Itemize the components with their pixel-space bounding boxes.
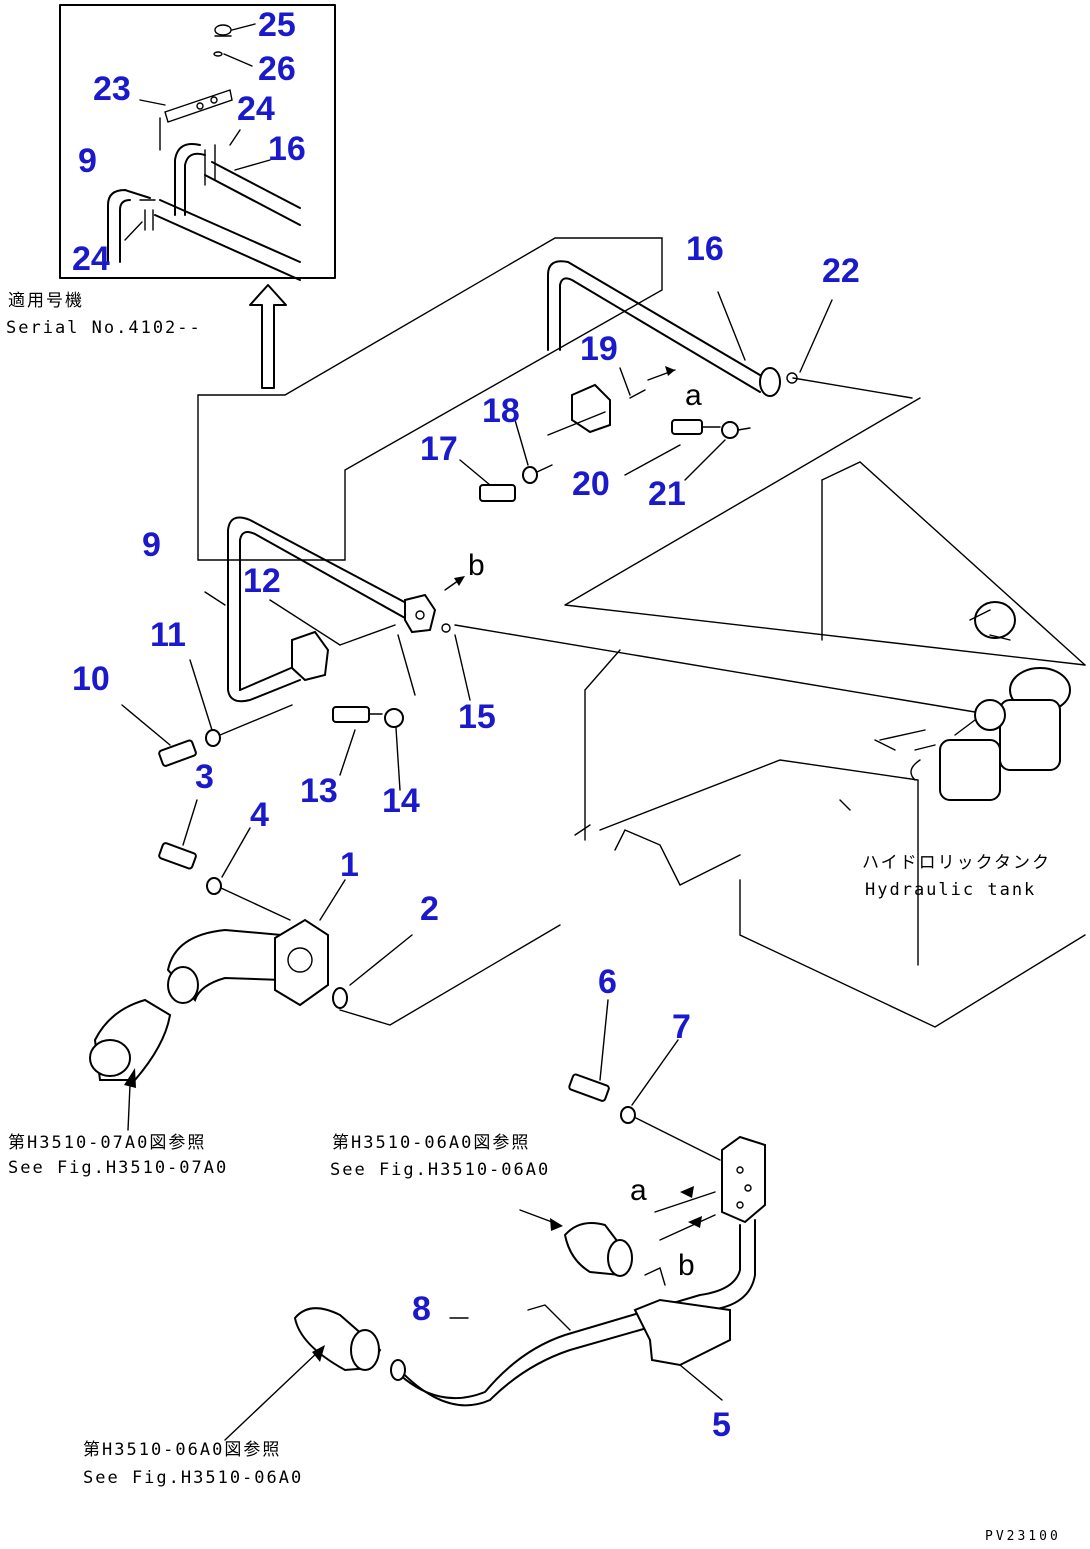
callout-6: 6 bbox=[598, 963, 617, 1001]
callout-16: 16 bbox=[686, 230, 724, 268]
callout-7: 7 bbox=[672, 1008, 691, 1046]
elbow-1 bbox=[89, 799, 561, 1131]
tube-9 bbox=[121, 516, 471, 791]
callout-22: 22 bbox=[822, 252, 860, 290]
ref2-note-en: See Fig.H3510-06A0 bbox=[330, 1160, 550, 1180]
callout-17: 17 bbox=[420, 430, 458, 468]
callout-23: 23 bbox=[93, 70, 131, 108]
serial-note-jp: 適用号機 bbox=[8, 291, 84, 311]
callout-13: 13 bbox=[300, 772, 338, 810]
hydraulic-tank-label-jp: ハイドロリックタンク bbox=[862, 853, 1051, 873]
callout-15: 15 bbox=[458, 698, 496, 736]
callout-9: 9 bbox=[142, 526, 161, 564]
callout-19: 19 bbox=[580, 330, 618, 368]
letter-b-upper: b bbox=[468, 549, 485, 582]
callout-2: 2 bbox=[420, 890, 439, 928]
callout-14: 14 bbox=[382, 782, 420, 820]
drawing-code: PV23100 bbox=[985, 1529, 1061, 1544]
hydraulic-tank bbox=[454, 397, 1086, 1028]
callout-3: 3 bbox=[195, 758, 214, 796]
callout-12: 12 bbox=[243, 562, 281, 600]
callout-8: 8 bbox=[412, 1290, 431, 1328]
callout-5: 5 bbox=[712, 1406, 731, 1444]
callout-25: 25 bbox=[258, 6, 296, 44]
tube-5 bbox=[224, 999, 766, 1441]
callout-9: 9 bbox=[78, 142, 97, 180]
callout-10: 10 bbox=[72, 660, 110, 698]
callout-24: 24 bbox=[72, 240, 110, 278]
letter-a-lower: a bbox=[630, 1174, 647, 1207]
serial-note-en: Serial No.4102-- bbox=[6, 318, 202, 338]
callout-26: 26 bbox=[258, 50, 296, 88]
up-arrow-icon bbox=[249, 284, 287, 389]
ref1-note-jp: 第H3510-07A0図参照 bbox=[8, 1133, 206, 1153]
ref3-note-jp: 第H3510-06A0図参照 bbox=[83, 1440, 281, 1460]
callout-24: 24 bbox=[237, 90, 275, 128]
tube-16 bbox=[459, 260, 913, 502]
ref3-note-en: See Fig.H3510-06A0 bbox=[83, 1468, 303, 1488]
letter-a-upper: a bbox=[685, 379, 702, 412]
letter-b-lower: b bbox=[678, 1249, 695, 1282]
callout-18: 18 bbox=[482, 392, 520, 430]
callout-4: 4 bbox=[250, 796, 269, 834]
ref2-note-jp: 第H3510-06A0図参照 bbox=[332, 1133, 530, 1153]
callout-11: 11 bbox=[150, 616, 186, 654]
callout-20: 20 bbox=[572, 465, 610, 503]
hydraulic-tank-label-en: Hydraulic tank bbox=[865, 880, 1036, 900]
callout-1: 1 bbox=[340, 846, 359, 884]
callout-16: 16 bbox=[268, 130, 306, 168]
ref1-note-en: See Fig.H3510-07A0 bbox=[8, 1158, 228, 1178]
callout-21: 21 bbox=[648, 475, 686, 513]
inset-detail: 25 26 23 24 16 9 24 bbox=[59, 4, 336, 281]
